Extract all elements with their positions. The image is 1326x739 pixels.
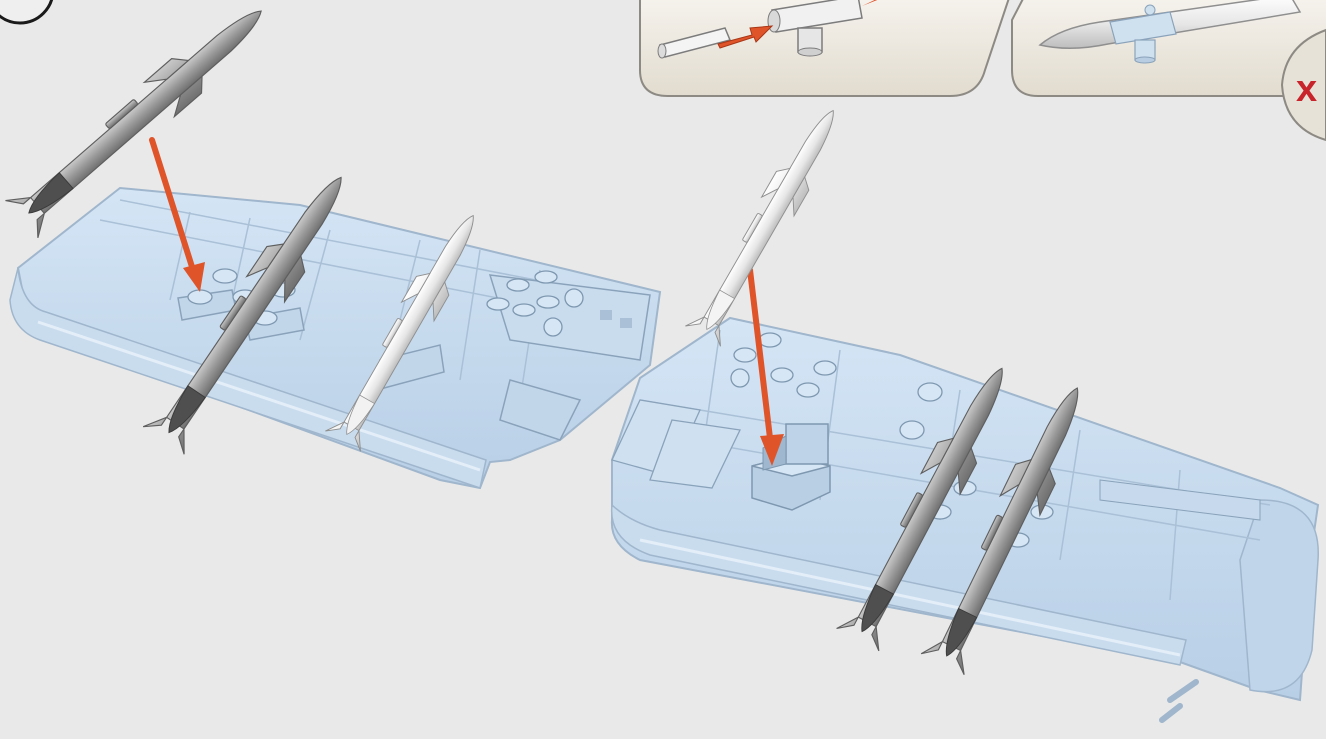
missile-falling-right [685,100,850,346]
cross-marker-text: x [1296,68,1317,110]
detail-panel-incorrect: x [1012,0,1326,140]
step-circle-icon [0,0,53,23]
left-wing-icon [10,188,660,488]
detail-panel-correct [640,0,1010,96]
right-wing-icon [612,318,1319,720]
